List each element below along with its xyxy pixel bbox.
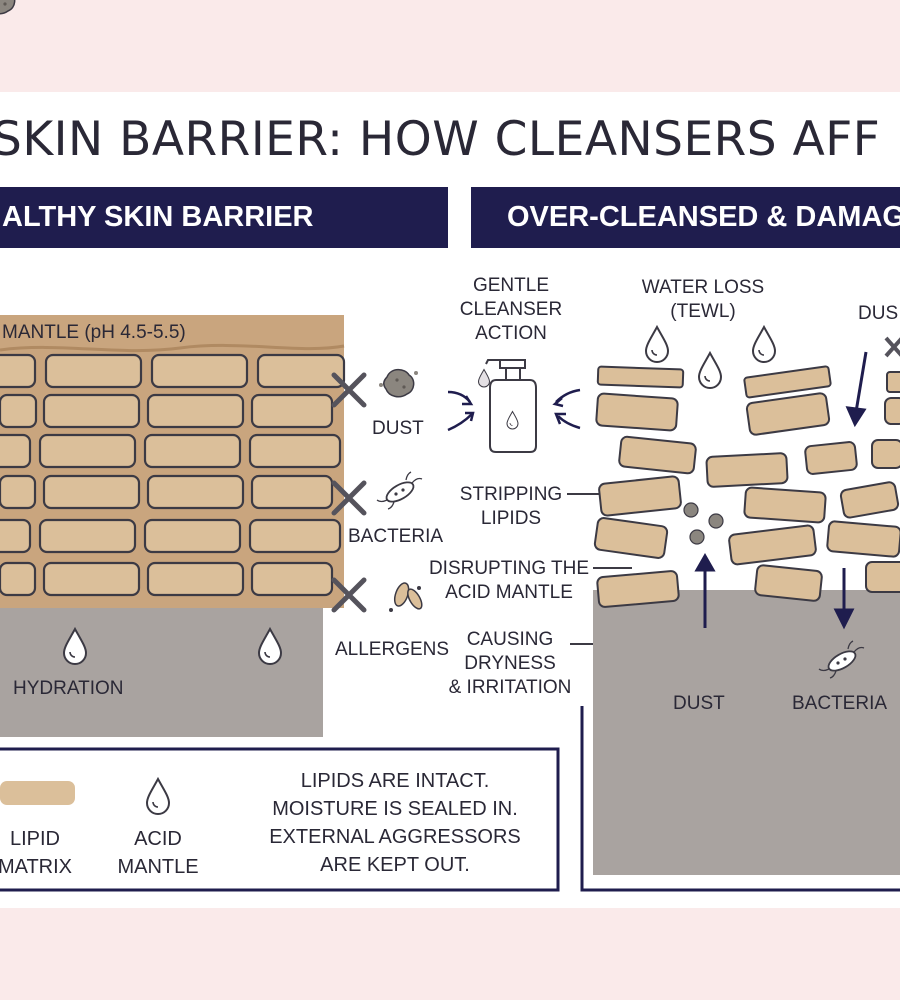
healthy-banner: ALTHY SKIN BARRIER (0, 187, 448, 248)
damaged-dust-top-label: DUS (858, 303, 899, 324)
dust-icon (378, 368, 419, 398)
legend-box (0, 747, 560, 892)
hydration-label: HYDRATION (13, 678, 124, 699)
allergen-icon (388, 580, 426, 613)
dryness-label: CAUSING DRYNESS & IRRITATION (448, 629, 572, 698)
legend-lipid-label: LIPID MATRIX (0, 828, 73, 878)
acid-mantle-label: MANTLE (pH 4.5-5.5) (2, 322, 186, 343)
cleanser-arrows (447, 388, 581, 432)
broken-bricks (593, 365, 900, 608)
bacteria-icon (376, 471, 423, 510)
water-loss-drop-icon (752, 326, 776, 363)
disrupting-label: DISRUPTING THE ACID MANTLE (428, 558, 590, 603)
dust-icon (0, 0, 20, 15)
cleanser-label: GENTLE CLEANSER ACTION (459, 275, 563, 344)
damaged-banner-text: OVER-CLEANSED & DAMAG (507, 201, 900, 233)
small-drop-icon (478, 369, 490, 388)
water-loss-label: WATER LOSS (TEWL) (641, 277, 765, 322)
damaged-bacteria-label: BACTERIA (792, 693, 888, 714)
water-loss-drop-icon (645, 326, 669, 363)
page-title: SKIN BARRIER: HOW CLEANSERS AFF (0, 112, 881, 167)
damaged-skin-block (0, 0, 900, 892)
blocked-bacteria-label: BACTERIA (348, 526, 444, 547)
healthy-skin-block (0, 315, 346, 737)
healthy-banner-text: ALTHY SKIN BARRIER (2, 201, 314, 233)
blocked-allergens-label: ALLERGENS (335, 639, 450, 660)
blocked-dust-label: DUST (372, 418, 424, 439)
water-loss-drop-icon (698, 352, 722, 389)
legend-summary: LIPIDS ARE INTACT. MOISTURE IS SEALED IN… (269, 770, 521, 876)
lipid-swatch (0, 781, 75, 805)
stripping-lipids-label: STRIPPING LIPIDS (459, 484, 563, 529)
damaged-banner: OVER-CLEANSED & DAMAG (471, 187, 900, 248)
lipid-bricks (0, 353, 346, 597)
blocked-x-icon (884, 336, 900, 358)
cleanser-bottle-icon (485, 359, 537, 453)
damaged-dust-label: DUST (673, 693, 725, 714)
damage-arrows (694, 351, 868, 630)
damage-particles (683, 502, 724, 545)
legend-acid-label: ACID MANTLE (117, 828, 199, 878)
